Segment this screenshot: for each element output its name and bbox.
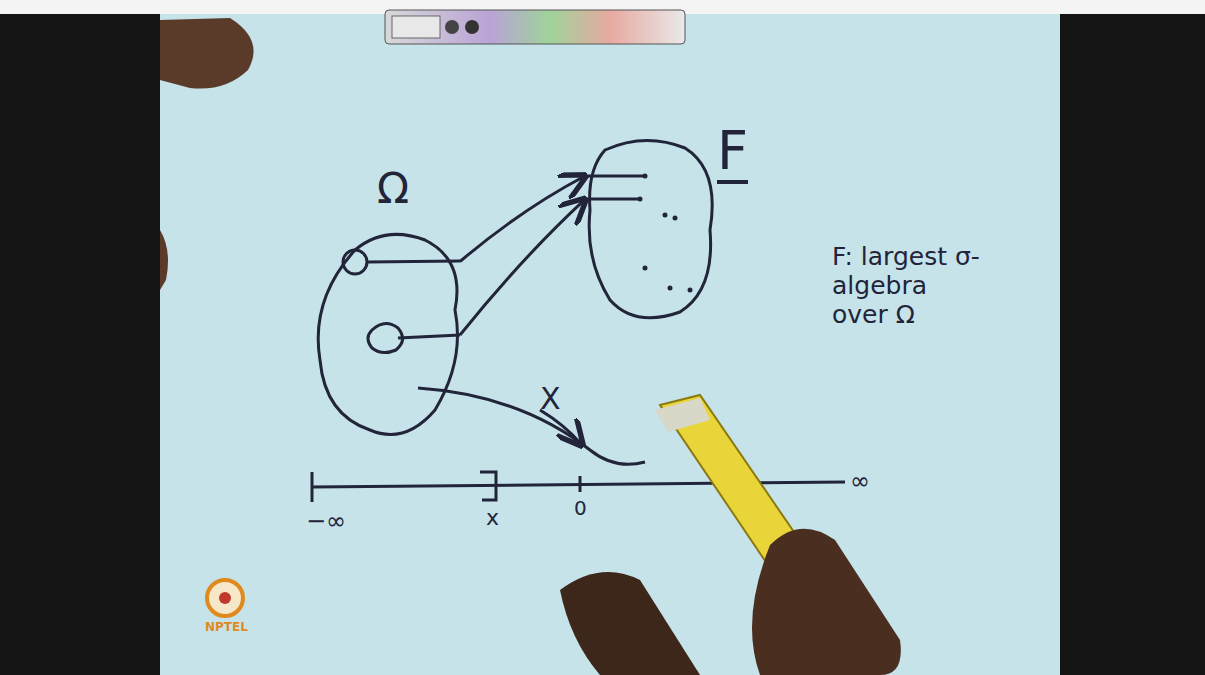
x-value: x — [486, 505, 499, 530]
logo-ring — [207, 580, 243, 616]
device-panel — [392, 16, 440, 38]
subset-blob — [368, 323, 403, 352]
event-dot — [688, 288, 693, 293]
zero-label: 0 — [574, 497, 587, 520]
event-dot — [643, 266, 648, 271]
set-label: Ω — [377, 168, 409, 210]
device-knob — [465, 20, 479, 34]
zero-tick — [579, 476, 582, 492]
sigma-algebra-F: F — [585, 140, 715, 320]
logo-dot — [219, 592, 231, 604]
sigma-algebra-label: F — [717, 124, 748, 184]
infinity-label: ∞ — [850, 468, 870, 496]
event-dot — [668, 286, 673, 291]
closed-bracket — [480, 472, 496, 500]
mapping-stub — [585, 198, 640, 201]
mapping-arrow — [460, 199, 585, 335]
marker-cap — [655, 398, 710, 432]
mapping-stub — [585, 175, 645, 178]
definition-note: F: largest σ-algebra over Ω — [832, 243, 982, 329]
hand — [752, 529, 901, 675]
minus-infinity: −∞ — [306, 508, 346, 536]
mapping-stub — [367, 261, 460, 262]
device-strip — [385, 10, 685, 44]
set-omega: Ω — [315, 230, 460, 440]
random-variable-label: X — [540, 382, 561, 417]
device-knob — [445, 20, 459, 34]
set-outline — [315, 230, 460, 440]
set-outline — [585, 140, 715, 320]
logo-text: NPTEL — [205, 621, 248, 635]
hand — [160, 230, 168, 290]
event-dot — [638, 197, 643, 202]
event-dot — [643, 174, 648, 179]
hand — [560, 572, 700, 675]
line-end-tick — [311, 472, 314, 502]
hand — [160, 18, 254, 89]
event-dot — [673, 216, 678, 221]
x-mapping-curve — [418, 388, 645, 464]
event-dot — [663, 213, 668, 218]
mapping-stub — [398, 335, 460, 338]
